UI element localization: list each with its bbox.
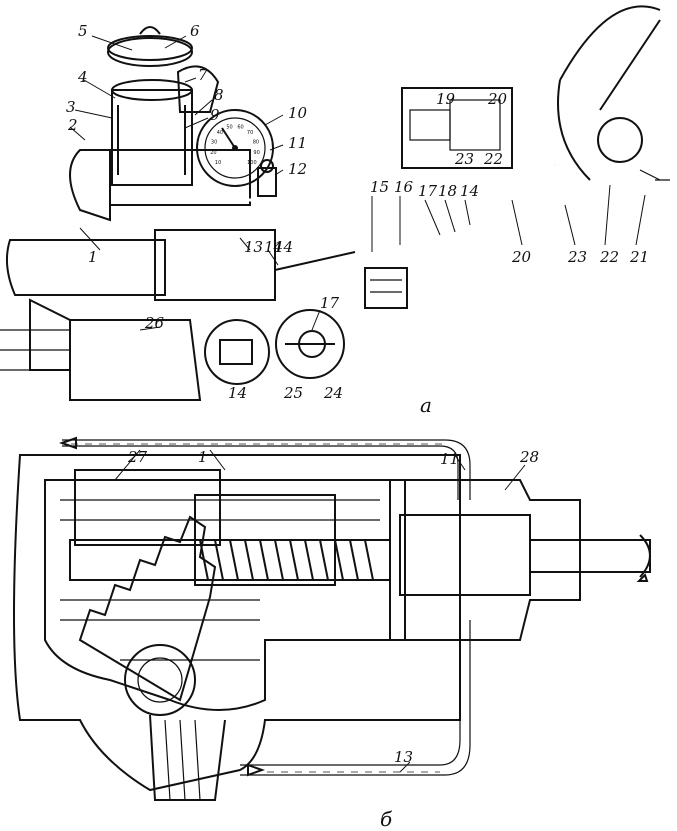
panel-a-callout-22: 22 bbox=[483, 150, 503, 168]
panel-a-callout-17: 17 bbox=[320, 294, 340, 312]
panel-a-callout-18: 18 bbox=[438, 182, 457, 200]
panel-a-callout-14: 14 bbox=[264, 238, 283, 256]
pressure-gauge bbox=[196, 109, 274, 187]
panel-a-callout-15: 15 bbox=[370, 178, 389, 196]
gauge-tick-30: 30 bbox=[211, 139, 217, 145]
panel-a-callout-14: 14 bbox=[228, 384, 247, 402]
panel-a-callout-22: 22 bbox=[599, 248, 619, 266]
panel-a-callout-20: 20 bbox=[487, 90, 508, 108]
panel-b-callout-1: 1 bbox=[198, 448, 208, 466]
panel-a-leaders bbox=[69, 35, 646, 331]
panel-b-letter: б bbox=[380, 807, 393, 831]
panel-a-callout-2: 2 bbox=[67, 116, 78, 134]
gauge-tick-90: 90 bbox=[253, 150, 259, 156]
gear-housing-section bbox=[13, 454, 461, 792]
panel-a-callout-14: 14 bbox=[460, 182, 479, 200]
gauge-tick-60: 60 bbox=[237, 125, 243, 131]
panel-a-callout-13: 13 bbox=[244, 238, 263, 256]
panel-b-callout-11: 11 bbox=[440, 450, 459, 468]
gauge-tick-100: 100 bbox=[247, 160, 257, 166]
panel-a-callout-14: 14 bbox=[274, 238, 293, 256]
panel-a-callout-6: 6 bbox=[190, 22, 200, 40]
gauge-tick-80: 80 bbox=[253, 139, 259, 145]
detail-circle-14 bbox=[204, 319, 270, 385]
panel-b-callout-13: 13 bbox=[394, 748, 413, 766]
panel-a-callout-4: 4 bbox=[77, 68, 88, 86]
panel-a-letter: а bbox=[420, 393, 432, 417]
return-line bbox=[59, 436, 471, 500]
panel-a-callout-16: 16 bbox=[394, 178, 414, 196]
steering-wheel bbox=[557, 5, 670, 181]
panel-a-callout-23: 23 bbox=[454, 150, 474, 168]
panel-a-callout-19: 19 bbox=[436, 90, 456, 108]
panel-a-callout-24: 24 bbox=[323, 384, 343, 402]
panel-a-callout-5: 5 bbox=[78, 22, 88, 40]
gauge-tick-70: 70 bbox=[247, 130, 253, 136]
hose-loop bbox=[170, 159, 332, 242]
panel-a-callout-9: 9 bbox=[210, 106, 220, 124]
control-valve-body bbox=[389, 479, 651, 641]
panel-b-leaders bbox=[114, 449, 526, 773]
panel-a-callout-20: 20 bbox=[511, 248, 532, 266]
panel-b bbox=[13, 436, 651, 801]
panel-a-callout-12: 12 bbox=[288, 160, 307, 178]
steering-gear-housing bbox=[0, 229, 276, 401]
panel-a-callout-8: 8 bbox=[214, 86, 224, 104]
gauge-tick-20: 20 bbox=[210, 150, 216, 156]
sector-gear bbox=[78, 515, 226, 801]
gauge-tick-10: 10 bbox=[215, 160, 221, 166]
panel-a-callout-10: 10 bbox=[288, 104, 308, 122]
panel-a-callout-25: 25 bbox=[283, 384, 303, 402]
panel-a-callout-3: 3 bbox=[66, 98, 76, 116]
gauge-tick-50: 50 bbox=[226, 125, 232, 131]
detail-circle-24-25 bbox=[275, 309, 345, 379]
panel-a-callout-1: 1 bbox=[88, 248, 98, 266]
pressure-line bbox=[240, 620, 471, 777]
panel-a-callout-21: 21 bbox=[629, 248, 649, 266]
pump-reservoir bbox=[69, 26, 251, 222]
panel-a-callout-26: 26 bbox=[144, 314, 165, 332]
panel-a-callout-11: 11 bbox=[288, 134, 307, 152]
valve-detail-inset bbox=[401, 87, 513, 169]
panel-a-callout-23: 23 bbox=[567, 248, 587, 266]
panel-a-callout-17: 17 bbox=[418, 182, 438, 200]
panel-a-callout-7: 7 bbox=[198, 66, 208, 84]
panel-b-callout-28: 28 bbox=[519, 448, 539, 466]
panel-b-callout-27: 27 bbox=[127, 448, 148, 466]
gauge-tick-40: 40 bbox=[217, 130, 223, 136]
